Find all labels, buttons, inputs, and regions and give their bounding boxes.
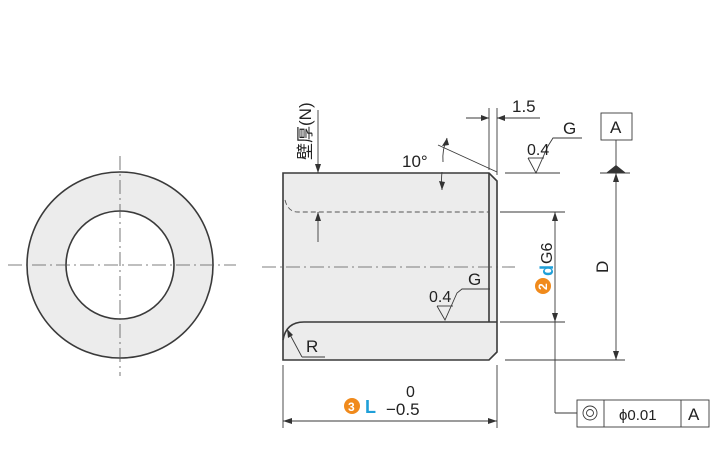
bore-edge — [282, 321, 497, 341]
hidden-line — [284, 199, 489, 213]
length-tol-upper: 0 — [406, 384, 415, 401]
dim-d: D — [505, 173, 625, 361]
finish-mid-value: 0.4 — [429, 289, 451, 306]
bore-d-letter: d — [537, 265, 557, 276]
badge-3-label: 3 — [348, 400, 355, 414]
datum-a-label: A — [610, 118, 622, 137]
dim-bore: 2 d G6 — [500, 211, 577, 414]
bore-tolerance: G6 — [539, 243, 556, 264]
finish-top-value: 0.4 — [527, 142, 549, 159]
surface-finish-top: G 0.4 — [505, 119, 582, 175]
side-view — [262, 172, 515, 361]
length-tol-lower: −0.5 — [386, 400, 420, 419]
wall-thickness-dim: 壁厚(N) — [296, 102, 321, 242]
angle-dim: 10° — [402, 137, 498, 191]
fcf-datum: A — [688, 405, 700, 424]
fcf-tolerance: ϕ0.01 — [619, 407, 657, 424]
chamfer-dim: 1.5 — [466, 97, 540, 175]
wall-thickness-label: 壁厚(N) — [296, 102, 315, 160]
body-fill — [283, 173, 497, 360]
finish-mid-g: G — [468, 270, 481, 289]
badge-3 — [344, 398, 360, 414]
end-view — [8, 156, 236, 376]
chamfer-label: 1.5 — [512, 97, 536, 116]
badge-2-label: 2 — [536, 283, 550, 290]
radius-label: R — [306, 337, 318, 356]
angle-label: 10° — [402, 152, 428, 171]
finish-top-g: G — [563, 119, 576, 138]
surface-finish-mid: G 0.4 — [429, 270, 490, 321]
feature-control-frame: ϕ0.01 A — [576, 399, 710, 428]
length-l-letter: L — [365, 397, 376, 417]
datum-a: A — [600, 112, 633, 174]
dim-l: 3 L 0 −0.5 — [282, 365, 498, 428]
dim-d-label: D — [593, 261, 612, 273]
badge-2 — [535, 278, 551, 294]
concentricity-icon — [582, 405, 598, 421]
radius-leader: R — [286, 328, 325, 358]
